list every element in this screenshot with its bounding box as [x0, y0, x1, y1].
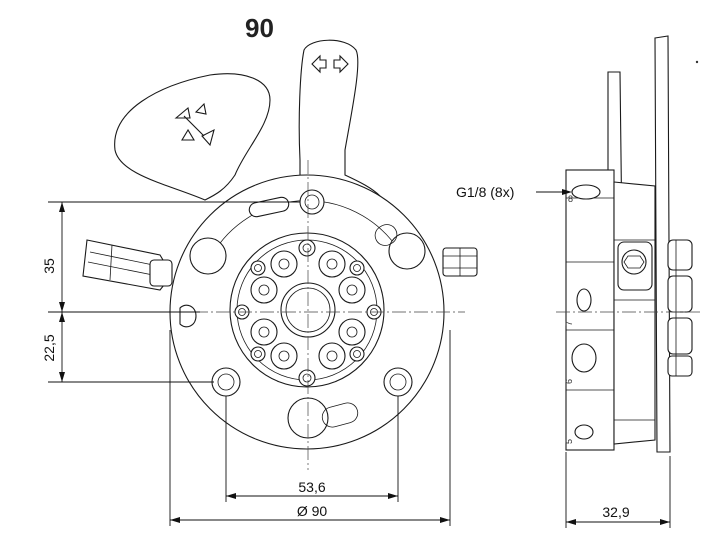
- dim-35-label: 35: [41, 258, 57, 274]
- side-view: [556, 35, 700, 453]
- side-mark-7: 7: [564, 321, 574, 326]
- side-mark-8: 8: [568, 194, 573, 204]
- dim-53-6-label: 53,6: [298, 479, 325, 495]
- hub-screw-holes: [234, 239, 382, 387]
- bolt-hole-left: [211, 367, 241, 397]
- side-mark-6: 6: [564, 379, 574, 384]
- pneumatic-fitting: [442, 247, 478, 277]
- side-body: [565, 169, 615, 451]
- dim-32-9-label: 32,9: [602, 504, 629, 520]
- side-port-top: [571, 184, 601, 200]
- side-mark-5: 5: [564, 439, 574, 444]
- port-callout-label: G1/8 (8x): [456, 184, 514, 200]
- port-callout-leader: [536, 189, 572, 195]
- top-pin-hole: [299, 189, 325, 215]
- sensor-housing: [82, 239, 173, 291]
- left-notch: [179, 304, 197, 328]
- drawing-title: 90: [245, 13, 274, 43]
- lever-arm-lobe: [114, 73, 271, 201]
- bolt-hole-right: [383, 367, 413, 397]
- bolt-spacing-dimension: [225, 396, 399, 502]
- multi-direction-arrow-icon: [174, 102, 215, 147]
- dim-90-label: Ø 90: [297, 503, 328, 519]
- left-pin: [189, 237, 227, 275]
- dim-22-5-label: 22,5: [41, 334, 57, 361]
- vertical-dimensions: [48, 201, 300, 383]
- hub-ports: [250, 250, 366, 370]
- double-arrow-horizontal-icon: [311, 54, 349, 74]
- lever-arm-vertical: [298, 39, 382, 197]
- right-pin: [388, 232, 426, 270]
- side-width-dimension: [565, 452, 671, 528]
- diameter-dimension: [169, 330, 451, 526]
